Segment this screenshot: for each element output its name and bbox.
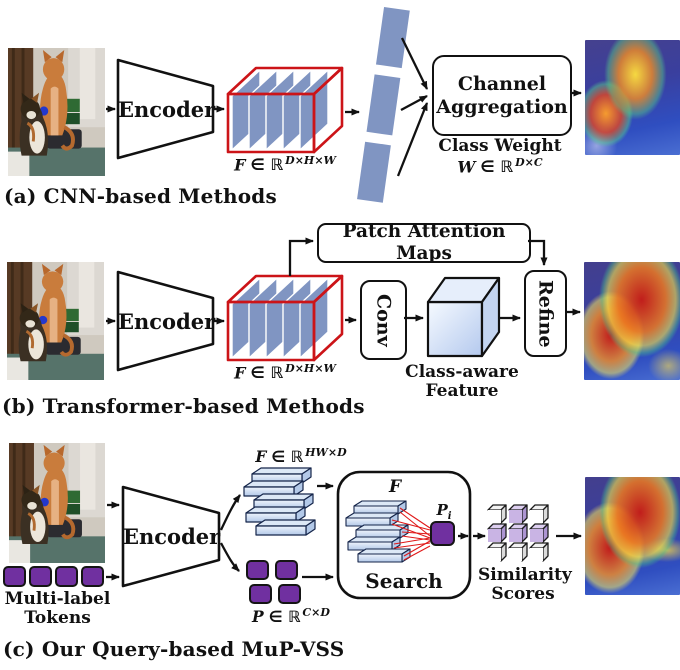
- encoder-trapezoid-c: [121, 485, 221, 588]
- cube-red-outline: [226, 66, 344, 154]
- conv-box: Conv: [360, 280, 407, 360]
- arrows-row-c: [106, 482, 582, 581]
- caption-b: (b) Transformer-based Methods: [2, 394, 365, 418]
- encoder-label-a: Encoder: [118, 97, 216, 122]
- patch-attention-maps-label: Patch Attention Maps: [342, 221, 506, 264]
- query-token: [278, 584, 301, 604]
- search-fan-lines: [391, 507, 431, 561]
- prototype-i-symbol: Pi: [436, 501, 452, 522]
- search-label: Search: [365, 569, 443, 593]
- output-heatmap-a: [585, 40, 680, 155]
- refine-label: Refine: [534, 279, 557, 348]
- multi-label-token: [29, 566, 52, 587]
- channel-aggregation-line1: Channel: [457, 73, 547, 96]
- multi-label-tokens-label: Multi-label Tokens: [4, 589, 111, 629]
- class-weight-label: Class Weight: [438, 136, 562, 156]
- class-aware-cube: [426, 276, 501, 358]
- query-token: [249, 584, 272, 604]
- feature-cube-a: [226, 66, 344, 154]
- channel-aggregation-line2: Aggregation: [436, 95, 568, 118]
- caption-c: (c) Our Query-based MuP-VSS: [3, 637, 345, 661]
- feature-bars-stack: [243, 467, 316, 536]
- output-heatmap-c: [585, 477, 680, 595]
- search-bars-stack: [345, 500, 411, 563]
- similarity-cubes: [487, 504, 549, 562]
- encoder-trapezoid-b: [116, 270, 215, 372]
- prototype-i-square: [430, 521, 455, 546]
- input-cat-photo-b: [7, 262, 104, 380]
- cube-red-outline: [226, 274, 344, 362]
- caption-a: (a) CNN-based Methods: [4, 184, 277, 208]
- feature-cube-b: [226, 274, 344, 362]
- input-cat-photo-c: [9, 443, 105, 563]
- conv-label: Conv: [372, 293, 395, 347]
- encoder-label-b: Encoder: [118, 309, 216, 334]
- output-heatmap-b: [584, 262, 680, 380]
- channel-aggregation-box: Channel Aggregation: [432, 55, 572, 136]
- refine-box: Refine: [524, 270, 567, 357]
- channel-slices-band: [357, 7, 410, 203]
- multi-label-token: [55, 566, 78, 587]
- multi-label-token: [3, 566, 26, 587]
- class-aware-feature-label: Class-aware Feature: [405, 362, 519, 402]
- arrows-row-b: [106, 237, 581, 325]
- encoder-label-c: Encoder: [123, 524, 221, 549]
- input-cat-photo-a: [8, 48, 105, 176]
- query-token: [246, 560, 269, 580]
- patch-attention-maps-box: Patch Attention Maps: [317, 221, 531, 264]
- query-token: [275, 560, 298, 580]
- search-feature-symbol: F: [388, 477, 402, 497]
- similarity-scores-label: Similarity Scores: [478, 565, 572, 605]
- multi-label-token: [81, 566, 104, 587]
- encoder-trapezoid-a: [116, 58, 215, 160]
